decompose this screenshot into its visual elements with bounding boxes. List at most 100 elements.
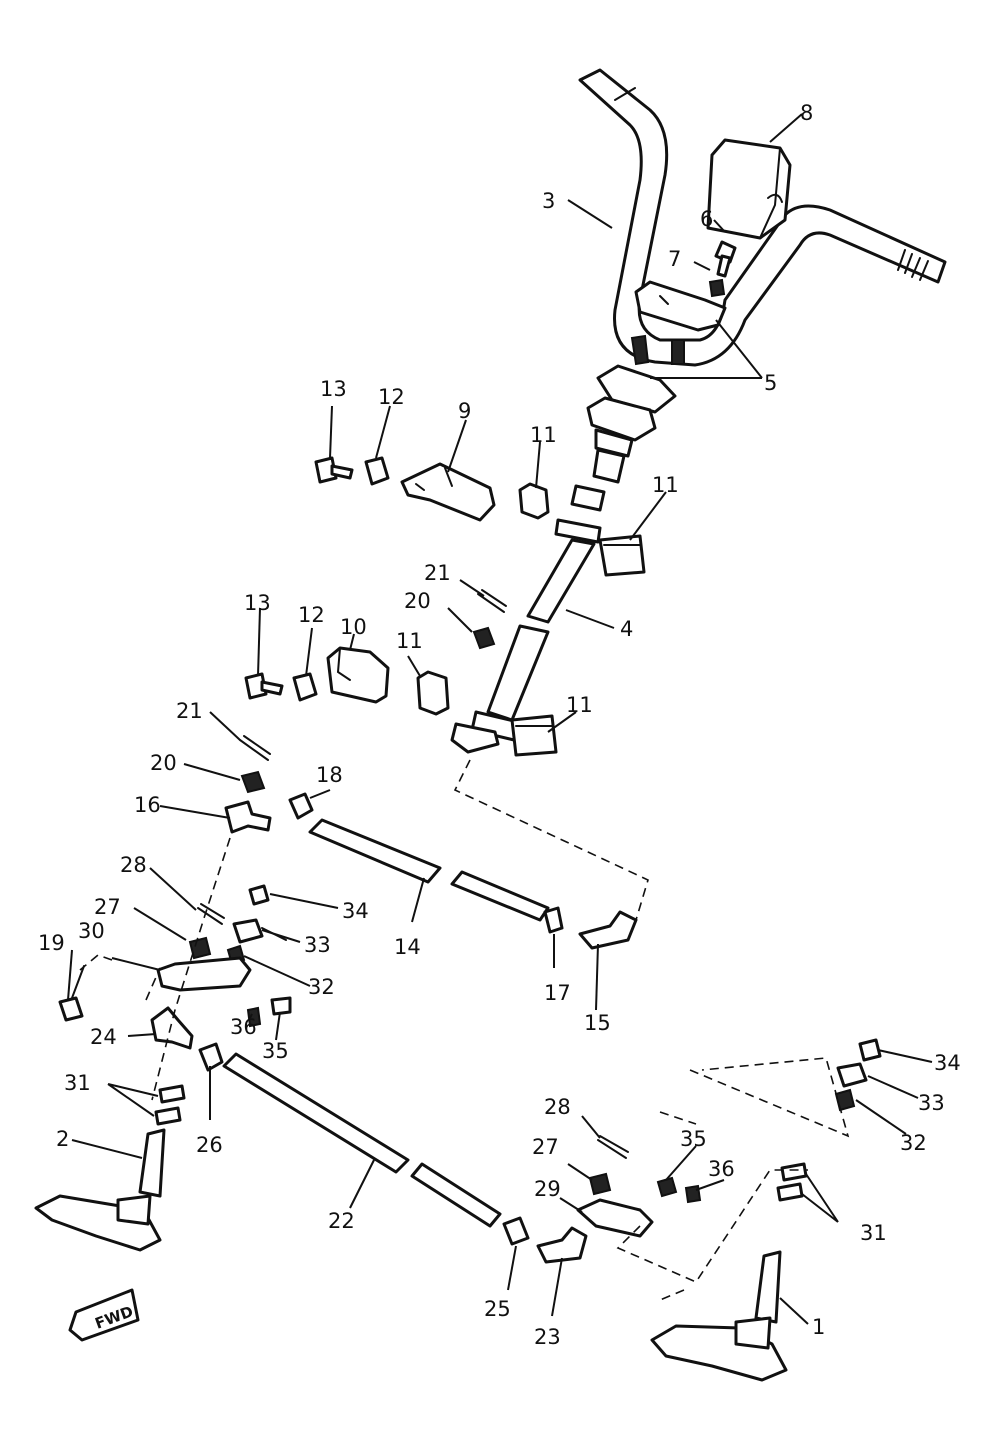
collar-lower [292,672,318,702]
callout-13-upper: 13 [320,377,347,401]
column-holder-upper [400,462,496,522]
callout-11-b: 11 [652,473,679,497]
cotter-pin-upper [477,589,507,613]
callout-24: 24 [90,1025,117,1049]
callout-31-right: 31 [860,1221,887,1245]
lock-washer [708,278,726,298]
callout-1: 1 [812,1315,825,1339]
cotter-pin-lower [239,735,271,761]
callout-36-right: 36 [708,1157,735,1181]
callout-7: 7 [668,247,681,271]
callout-25: 25 [484,1297,511,1321]
holder-bolt [714,240,737,278]
collar-upper [364,456,390,486]
callout-32-right: 32 [900,1131,927,1155]
handlebar-cover [706,138,792,240]
washer-arm-left [246,1006,262,1028]
callout-18: 18 [316,763,343,787]
callout-13-lower: 13 [244,591,271,615]
fwd-direction-mark: FWD [68,1288,140,1342]
callout-35-left: 35 [262,1039,289,1063]
callout-20-lower: 20 [150,751,177,775]
locknut-26 [198,1042,224,1072]
nut-arm-right [588,1172,612,1196]
leader-lines [67,113,933,1325]
callout-28-left: 28 [120,853,147,877]
bolt-upper [314,456,354,484]
handlebar-holder-upper [634,280,727,332]
callout-10: 10 [340,615,367,639]
callout-34-left: 34 [342,899,369,923]
handlebar-holder-lower [586,364,677,458]
dust-seals-left [154,1084,186,1126]
callout-5: 5 [764,371,777,395]
callout-15: 15 [584,1011,611,1035]
callout-26: 26 [196,1133,223,1157]
bushing-upper-left [518,482,550,520]
bushing-upper-right [598,534,646,577]
callout-11-d: 11 [566,693,593,717]
callout-20-upper: 20 [404,589,431,613]
knuckle-left [34,1128,166,1252]
callout-6: 6 [700,207,713,231]
callout-12-lower: 12 [298,603,325,627]
callouts: 8 3 6 7 5 13 12 9 11 11 21 20 4 13 12 10… [38,101,961,1349]
callout-2: 2 [56,1127,69,1151]
joint-right [836,1062,868,1088]
cotter-pin-arm-right [597,1135,629,1159]
callout-32-left: 32 [308,975,335,999]
joint-left [232,918,287,944]
locknut-25 [502,1216,530,1246]
bolt-lower [244,672,284,700]
cap-nut-left [248,884,270,906]
callout-11-c: 11 [396,629,423,653]
callout-19: 19 [38,931,65,955]
callout-27-right: 27 [532,1135,559,1159]
spring-right [834,1088,856,1112]
bolt-arm-left [58,965,85,1022]
dust-seals-right [776,1162,808,1202]
callout-21-upper: 21 [424,561,451,585]
nut-upper [472,626,496,650]
cap-nut-right [858,1038,882,1062]
callout-34-right: 34 [934,1051,961,1075]
callout-12-upper: 12 [378,385,405,409]
callout-28-right: 28 [544,1095,571,1119]
rod-end-right [578,910,638,950]
rod-end-left [224,800,272,834]
bushing-lower-left [416,670,450,716]
callout-31-left: 31 [64,1071,91,1095]
callout-21-lower: 21 [176,699,203,723]
callout-30: 30 [78,919,105,943]
callout-35-right: 35 [680,1127,707,1151]
tie-rod-upper [308,818,550,922]
bushing-lower-right [510,714,558,757]
callout-33-left: 33 [304,933,331,957]
cotter-pin-arm-left [197,903,225,925]
callout-8: 8 [800,101,813,125]
nut-lower [240,770,266,794]
rod-end-24 [150,1006,194,1050]
callout-17: 17 [544,981,571,1005]
callout-9: 9 [458,399,471,423]
callout-11-a: 11 [530,423,557,447]
locknut-right [543,906,564,934]
callout-4: 4 [620,617,633,641]
locknut-left [288,792,314,820]
steering-column [450,448,626,754]
callout-29: 29 [534,1177,561,1201]
relay-arm [156,956,252,992]
bolt-arm-right [656,1176,678,1198]
callout-3: 3 [542,189,555,213]
callout-22: 22 [328,1209,355,1233]
tie-rod-lower [222,1052,502,1228]
assembly-guides [79,759,850,1301]
callout-36-left: 36 [230,1015,257,1039]
knuckle-arm-right [576,1198,654,1238]
callout-14: 14 [394,935,421,959]
callout-16: 16 [134,793,161,817]
bolt-arm-small-left [270,996,292,1016]
callout-27-left: 27 [94,895,121,919]
callout-33-right: 33 [918,1091,945,1115]
